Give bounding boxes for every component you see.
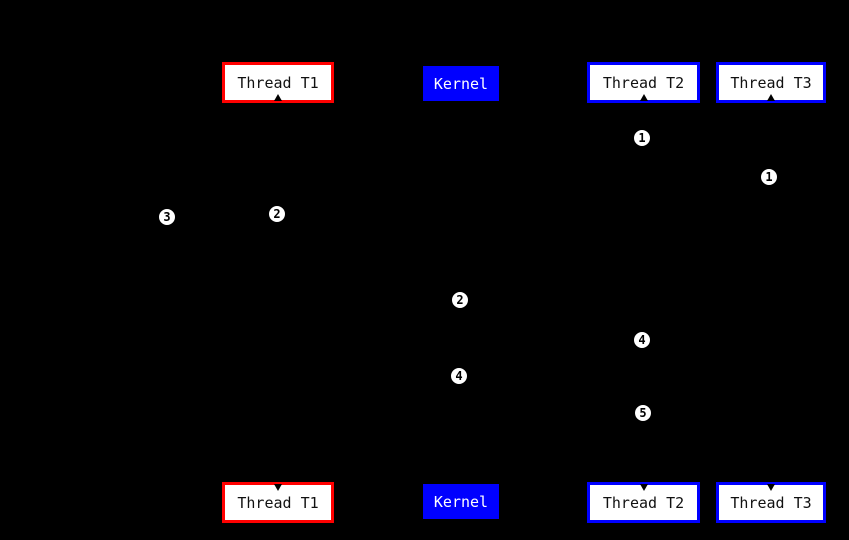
step-marker: 4 xyxy=(450,367,468,385)
participant-box-thread-t2-bottom: Thread T2 xyxy=(587,482,700,523)
participant-box-thread-t3-bottom: Thread T3 xyxy=(716,482,826,523)
participant-box-kernel-bottom: Kernel xyxy=(423,484,499,519)
participant-box-thread-t3-top: Thread T3 xyxy=(716,62,826,103)
lifeline-notch xyxy=(639,484,648,491)
step-marker: 4 xyxy=(633,331,651,349)
participant-label-kernel: Kernel xyxy=(433,74,489,93)
participant-label-thread-t3: Thread T3 xyxy=(730,73,812,92)
participant-box-thread-t1-top: Thread T1 xyxy=(222,62,334,103)
participant-label-thread-t3: Thread T3 xyxy=(730,493,812,512)
lifeline-notch xyxy=(639,94,648,101)
participant-label-thread-t2: Thread T2 xyxy=(602,73,685,92)
step-marker: 1 xyxy=(760,168,778,186)
lifeline-notch xyxy=(767,484,775,491)
participant-box-kernel-top: Kernel xyxy=(423,66,499,101)
participant-label-thread-t1: Thread T1 xyxy=(237,493,319,512)
lifeline-notch xyxy=(274,94,282,101)
step-marker: 1 xyxy=(633,129,651,147)
step-marker: 5 xyxy=(634,404,652,422)
participant-box-thread-t1-bottom: Thread T1 xyxy=(222,482,334,523)
participant-box-thread-t2-top: Thread T2 xyxy=(587,62,700,103)
step-marker: 2 xyxy=(451,291,469,309)
step-marker: 3 xyxy=(158,208,176,226)
lifeline-notch xyxy=(767,94,775,101)
participant-label-thread-t2: Thread T2 xyxy=(602,493,685,512)
participant-label-thread-t1: Thread T1 xyxy=(237,73,319,92)
participant-label-kernel: Kernel xyxy=(433,492,489,511)
step-marker: 2 xyxy=(268,205,286,223)
lifeline-notch xyxy=(274,484,282,491)
